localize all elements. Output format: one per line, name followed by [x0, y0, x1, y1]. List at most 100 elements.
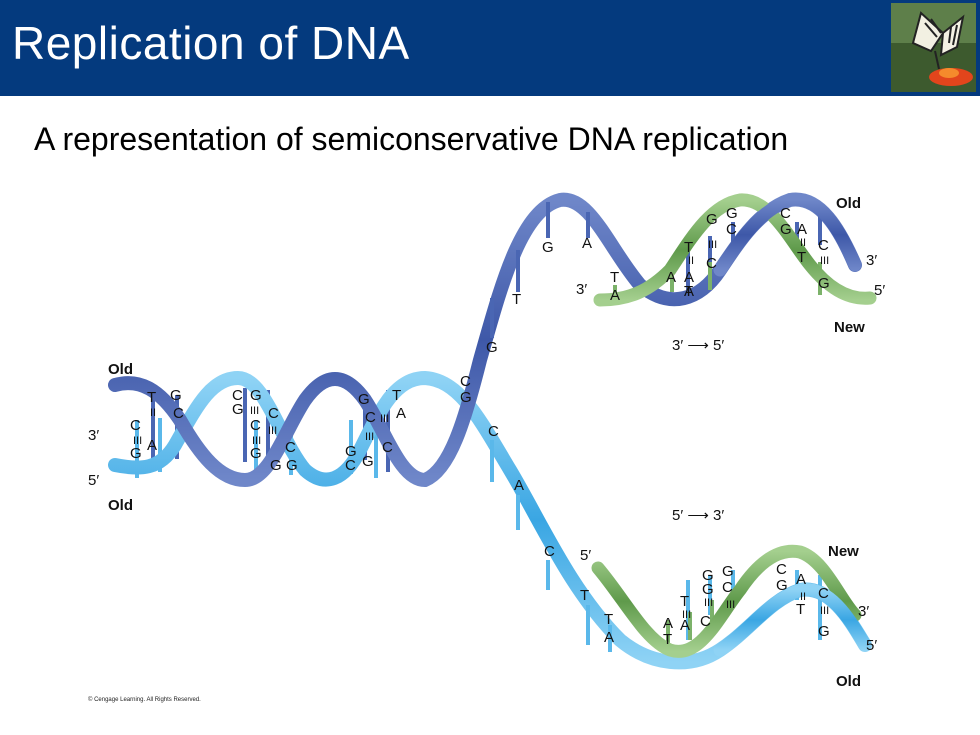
- svg-text:T: T: [796, 601, 805, 618]
- svg-text:G: G: [702, 581, 714, 598]
- strand-labels: Old Old 3′ 5′ Old 3′ 5′ 3′ New 3′ ⟶ 5′ 5…: [88, 195, 885, 690]
- direction-label-bottom: 5′ ⟶ 3′: [672, 507, 724, 524]
- svg-text:C: C: [726, 221, 737, 238]
- prime-label-5-bottom-new: 5′: [580, 547, 591, 564]
- prime-label-5-bottom-right: 5′: [866, 637, 877, 654]
- svg-text:T: T: [147, 389, 156, 406]
- svg-text:G: G: [722, 563, 734, 580]
- svg-text:III: III: [252, 435, 261, 447]
- svg-text:A: A: [684, 283, 694, 300]
- svg-text:G: G: [486, 339, 498, 356]
- svg-text:T: T: [610, 269, 619, 286]
- svg-text:G: G: [460, 389, 472, 406]
- svg-text:C: C: [488, 423, 499, 440]
- prime-label-3-top-right: 3′: [866, 252, 877, 269]
- bottom-new-green-strand: [591, 544, 862, 658]
- slide-subtitle: A representation of semiconservative DNA…: [34, 121, 789, 157]
- butterfly-photo-icon: [891, 3, 976, 92]
- svg-text:G: G: [286, 457, 298, 474]
- bottom-daughter-helix: [490, 440, 872, 658]
- svg-text:II: II: [800, 591, 806, 603]
- svg-text:C: C: [544, 543, 555, 560]
- svg-text:C: C: [722, 579, 733, 596]
- svg-text:C: C: [365, 409, 376, 426]
- top-old-dark-overlay: [713, 193, 862, 277]
- prime-label-3-bottom-right: 3′: [858, 603, 869, 620]
- svg-text:G: G: [542, 239, 554, 256]
- svg-text:C: C: [232, 387, 243, 404]
- svg-text:II: II: [688, 255, 694, 267]
- old-label-bottom-right: Old: [836, 673, 861, 690]
- svg-text:G: G: [362, 453, 374, 470]
- svg-text:C: C: [173, 405, 184, 422]
- prime-label-3-top-new: 3′: [576, 281, 587, 298]
- svg-text:G: G: [250, 445, 262, 462]
- svg-text:G: G: [345, 443, 357, 460]
- svg-text:III: III: [365, 431, 374, 443]
- svg-text:T: T: [392, 387, 401, 404]
- svg-text:II: II: [800, 237, 806, 249]
- direction-label-top: 3′ ⟶ 5′: [672, 337, 724, 354]
- prime-label-5-left: 5′: [88, 472, 99, 489]
- svg-text:G: G: [250, 387, 262, 404]
- svg-text:C: C: [700, 613, 711, 630]
- svg-text:C: C: [706, 255, 717, 272]
- copyright-notice: © Cengage Learning. All Rights Reserved.: [88, 697, 201, 703]
- svg-text:T: T: [512, 291, 521, 308]
- svg-text:A: A: [666, 269, 676, 286]
- svg-text:A: A: [604, 629, 614, 646]
- svg-text:C: C: [268, 405, 279, 422]
- svg-text:T: T: [684, 283, 693, 300]
- svg-text:C: C: [780, 205, 791, 222]
- svg-text:A: A: [797, 221, 807, 238]
- svg-text:C: C: [250, 417, 261, 434]
- title-bar: Replication of DNA: [0, 0, 980, 96]
- svg-text:C: C: [818, 585, 829, 602]
- svg-text:C: C: [382, 439, 393, 456]
- svg-text:III: III: [250, 405, 259, 417]
- svg-text:II: II: [150, 407, 156, 419]
- svg-text:C: C: [776, 561, 787, 578]
- new-label-bottom: New: [828, 543, 859, 560]
- svg-text:A: A: [514, 477, 524, 494]
- bottom-old-light-overlay: [713, 583, 872, 657]
- svg-text:A: A: [680, 617, 690, 634]
- svg-text:T: T: [680, 593, 689, 610]
- svg-text:III: III: [820, 605, 829, 617]
- old-label-top-right: Old: [836, 195, 861, 212]
- svg-text:G: G: [270, 457, 282, 474]
- prime-label-3-left: 3′: [88, 427, 99, 444]
- svg-text:III: III: [820, 255, 829, 267]
- svg-text:G: G: [130, 445, 142, 462]
- svg-text:III: III: [726, 599, 735, 611]
- svg-text:A: A: [796, 571, 806, 588]
- svg-text:T: T: [684, 239, 693, 256]
- svg-text:C: C: [818, 237, 829, 254]
- svg-text:C: C: [460, 373, 471, 390]
- svg-text:III: III: [682, 609, 691, 621]
- svg-text:T: T: [663, 631, 672, 648]
- svg-text:G: G: [818, 623, 830, 640]
- svg-text:A: A: [663, 615, 673, 632]
- svg-text:III: III: [133, 435, 142, 447]
- top-daughter-helix: [490, 193, 877, 338]
- svg-text:C: C: [345, 457, 356, 474]
- svg-text:A: A: [147, 437, 157, 454]
- svg-text:A: A: [610, 287, 620, 304]
- svg-text:T: T: [604, 611, 613, 628]
- svg-text:III: III: [268, 425, 277, 437]
- slide-title: Replication of DNA: [12, 17, 410, 69]
- svg-text:G: G: [706, 211, 718, 228]
- svg-text:G: G: [232, 401, 244, 418]
- svg-text:C: C: [285, 439, 296, 456]
- svg-text:G: G: [726, 205, 738, 222]
- svg-text:III: III: [380, 413, 389, 425]
- svg-text:G: G: [358, 391, 370, 408]
- svg-text:G: G: [702, 567, 714, 584]
- svg-text:C: C: [130, 417, 141, 434]
- svg-text:A: A: [684, 269, 694, 286]
- old-label-top-left: Old: [108, 361, 133, 378]
- bottom-daughter-rungs: [490, 440, 822, 652]
